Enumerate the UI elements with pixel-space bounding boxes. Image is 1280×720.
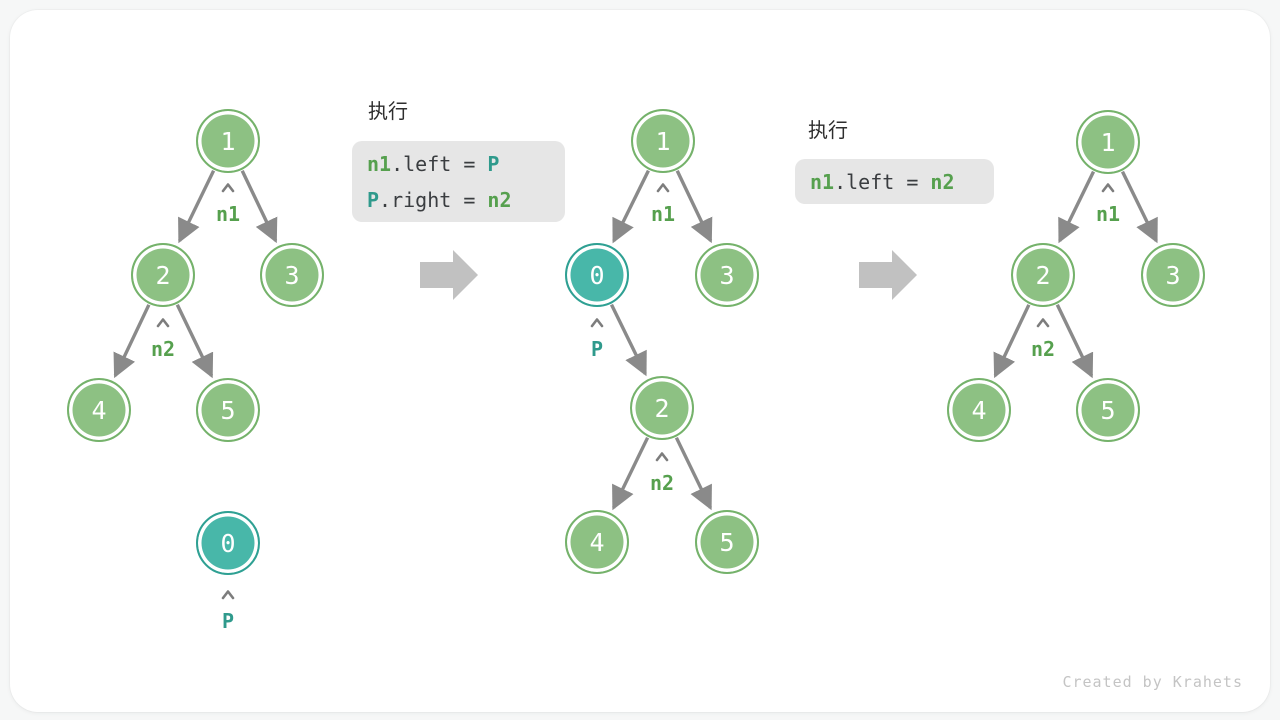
- caret-up-icon: [156, 318, 170, 328]
- code-token: n2: [487, 187, 512, 212]
- tree-node-2: 2: [131, 243, 195, 307]
- code-step-2: n1.left = n2: [795, 159, 994, 204]
- tree-node-0: 0: [565, 243, 629, 307]
- pointer-label-P: P: [221, 609, 235, 633]
- tree-node-0: 0: [196, 511, 260, 575]
- tree-node-2: 2: [1011, 243, 1075, 307]
- caret-up-icon: [221, 590, 235, 600]
- caret-up-icon: [655, 452, 669, 462]
- tree-node-5: 5: [695, 510, 759, 574]
- code-token: n2: [930, 169, 955, 194]
- tree-node-3: 3: [695, 243, 759, 307]
- tree-node-2: 2: [630, 376, 694, 440]
- caret-up-icon: [1101, 183, 1115, 193]
- tree-node-5: 5: [1076, 378, 1140, 442]
- code-line: n1.left = P: [367, 146, 565, 182]
- tree-node-3: 3: [1141, 243, 1205, 307]
- caret-up-icon: [1036, 318, 1050, 328]
- caret-up-icon: [656, 183, 670, 193]
- pointer-label-P: P: [590, 337, 604, 361]
- code-step-2-title: 执行: [808, 118, 848, 142]
- code-token: .left =: [391, 151, 488, 176]
- pointer-label-n2: n2: [1030, 337, 1056, 361]
- tree-node-3: 3: [260, 243, 324, 307]
- caret-up-icon: [221, 183, 235, 193]
- code-token: n1: [810, 169, 835, 194]
- pointer-label-n2: n2: [150, 337, 176, 361]
- code-line: P.right = n2: [367, 182, 565, 218]
- tree-node-1: 1: [196, 109, 260, 173]
- tree-node-4: 4: [67, 378, 131, 442]
- code-line: n1.left = n2: [810, 164, 994, 200]
- code-token: .right =: [379, 187, 488, 212]
- tree-node-1: 1: [631, 109, 695, 173]
- caret-up-icon: [590, 318, 604, 328]
- code-token: .left =: [834, 169, 931, 194]
- watermark: Created by Krahets: [1062, 673, 1243, 691]
- tree-node-4: 4: [565, 510, 629, 574]
- pointer-label-n1: n1: [1095, 202, 1121, 226]
- code-token: P: [367, 187, 380, 212]
- code-token: P: [487, 151, 500, 176]
- pointer-label-n1: n1: [215, 202, 241, 226]
- pointer-label-n2: n2: [649, 471, 675, 495]
- tree-node-5: 5: [196, 378, 260, 442]
- tree-node-1: 1: [1076, 110, 1140, 174]
- code-token: n1: [367, 151, 392, 176]
- code-step-1-title: 执行: [368, 99, 408, 123]
- tree-node-4: 4: [947, 378, 1011, 442]
- pointer-label-n1: n1: [650, 202, 676, 226]
